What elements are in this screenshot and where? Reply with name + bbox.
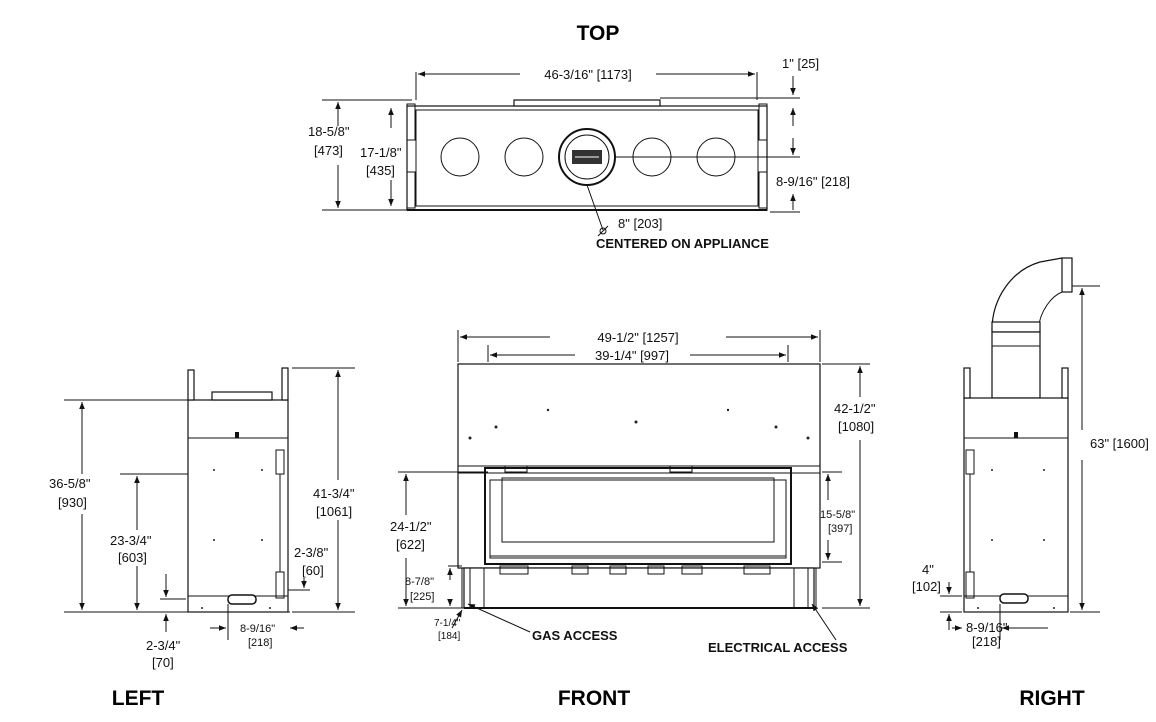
left-mid-height-in: 23-3/4"	[110, 533, 152, 548]
left-total-height-in: 36-5/8"	[49, 476, 91, 491]
front-opening-mm: [397]	[828, 523, 852, 535]
front-electrical-access: ELECTRICAL ACCESS	[708, 640, 848, 655]
right-depth-mm: [218]	[972, 634, 1001, 649]
left-bottom-in: 2-3/4"	[146, 638, 181, 653]
right-view-title: RIGHT	[1019, 687, 1085, 710]
vent-elbow	[991, 257, 1063, 331]
left-view-body	[187, 399, 289, 613]
right-vent-height: 63" [1600]	[1090, 436, 1149, 451]
left-depth-in: 8-9/16"	[240, 623, 275, 635]
knockout-circle	[504, 137, 544, 177]
top-width-dim: 46-3/16" [1173]	[544, 67, 632, 82]
front-opening-in: 15-5/8"	[820, 509, 855, 521]
left-total-height-mm: [930]	[58, 495, 87, 510]
front-height-mm: [1080]	[838, 419, 874, 434]
front-lower-bay	[463, 567, 815, 609]
right-view-body	[963, 397, 1069, 613]
left-view-title: LEFT	[112, 687, 165, 710]
front-glass	[501, 477, 775, 543]
front-foot-in: 7-1/4"	[434, 618, 461, 629]
front-glass-height-mm: [622]	[396, 537, 425, 552]
front-glass-height-in: 24-1/2"	[390, 519, 432, 534]
left-mid-height-mm: [603]	[118, 550, 147, 565]
left-flue-height-mm: [1061]	[316, 504, 352, 519]
top-view-flange	[513, 99, 661, 107]
top-view: 46-3/16" [1173] 1" [25] 18-5/8" [473] 17…	[308, 56, 850, 251]
left-bottom-mm: [70]	[152, 655, 174, 670]
top-view-title: TOP	[577, 22, 620, 45]
front-base-in: 8-7/8"	[405, 576, 434, 588]
front-gas-access: GAS ACCESS	[532, 628, 618, 643]
top-depth-outer-in: 18-5/8"	[308, 124, 350, 139]
right-access-height-in: 4"	[922, 562, 934, 577]
diameter-icon	[599, 227, 607, 235]
left-side-offset-mm: [60]	[302, 563, 324, 578]
vent-pipe	[991, 331, 1041, 399]
right-access-height-mm: [102]	[912, 579, 941, 594]
left-flue-height-in: 41-3/4"	[313, 486, 355, 501]
top-depth-inner-mm: [435]	[366, 163, 395, 178]
right-access-knockout	[999, 593, 1029, 604]
left-depth-mm: [218]	[248, 637, 272, 649]
top-flue-offset-dim: 8-9/16" [218]	[776, 174, 850, 189]
front-view-title: FRONT	[558, 687, 630, 710]
front-foot-mm: [184]	[438, 631, 460, 642]
knockout-circle	[440, 137, 480, 177]
top-flue-note: CENTERED ON APPLIANCE	[596, 236, 769, 251]
front-inner-width: 39-1/4" [997]	[595, 348, 669, 363]
left-view: 36-5/8" [930] 41-3/4" [1061] 23-3/4" [60…	[49, 367, 355, 670]
left-access-knockout	[227, 594, 257, 605]
top-offset-dim: 1" [25]	[782, 56, 819, 71]
front-overall-width: 49-1/2" [1257]	[597, 330, 678, 345]
front-base-mm: [225]	[410, 591, 434, 603]
front-view: 49-1/2" [1257] 39-1/4" [997] 42-1/2" [10…	[390, 330, 876, 655]
right-depth-in: 8-9/16"	[966, 620, 1008, 635]
front-glass-frame	[484, 467, 792, 565]
top-flue-diameter: 8" [203]	[618, 216, 662, 231]
top-depth-inner-in: 17-1/8"	[360, 145, 402, 160]
top-depth-outer-mm: [473]	[314, 143, 343, 158]
right-view: 63" [1600] 4" [102] 8-9/16" [218]	[912, 257, 1149, 649]
left-side-offset-in: 2-3/8"	[294, 545, 329, 560]
front-height-in: 42-1/2"	[834, 401, 876, 416]
